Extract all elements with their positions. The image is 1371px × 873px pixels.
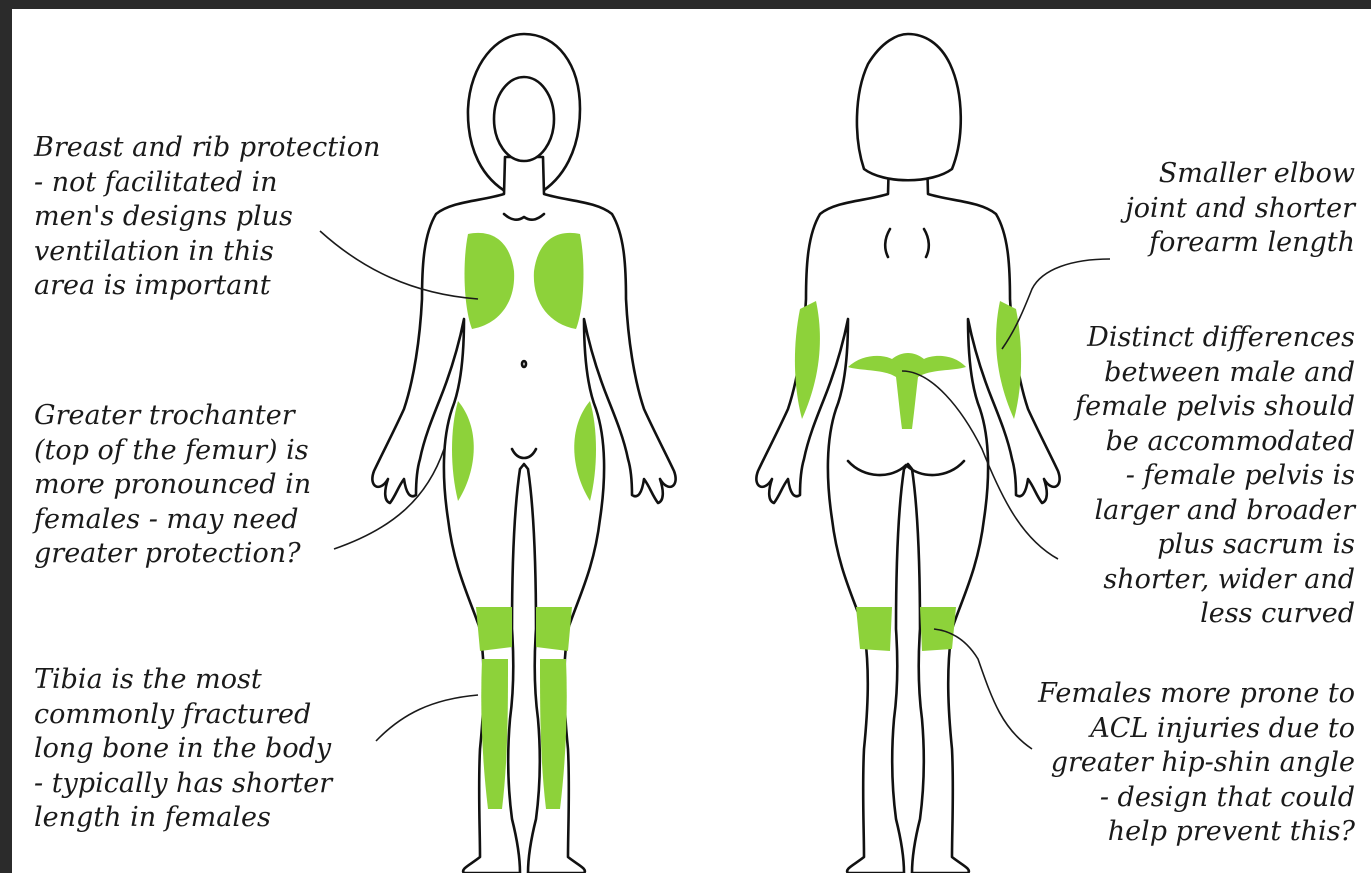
back-figure (756, 34, 1059, 873)
annotation-greater-trochanter: Greater trochanter (top of the femur) is… (34, 399, 311, 572)
annotation-pelvis: Distinct differences between male and fe… (1075, 321, 1355, 632)
annotation-acl-injuries: Females more prone to ACL injuries due t… (1038, 677, 1355, 850)
annotation-tibia: Tibia is the most commonly fractured lon… (34, 663, 332, 836)
front-face (494, 77, 554, 161)
annotation-breast-rib-protection: Breast and rib protection - not facilita… (34, 131, 380, 304)
zone-knee-right (536, 607, 572, 651)
annotation-elbow-forearm: Smaller elbow joint and shorter forearm … (1125, 157, 1355, 261)
front-body-outline (372, 157, 675, 873)
front-figure (372, 34, 675, 873)
zone-knee-left (476, 607, 512, 651)
back-hair (857, 34, 961, 180)
leader-tibia (376, 695, 478, 741)
zone-back-knee-left (856, 607, 892, 651)
diagram-canvas: Breast and rib protection - not facilita… (12, 9, 1371, 873)
